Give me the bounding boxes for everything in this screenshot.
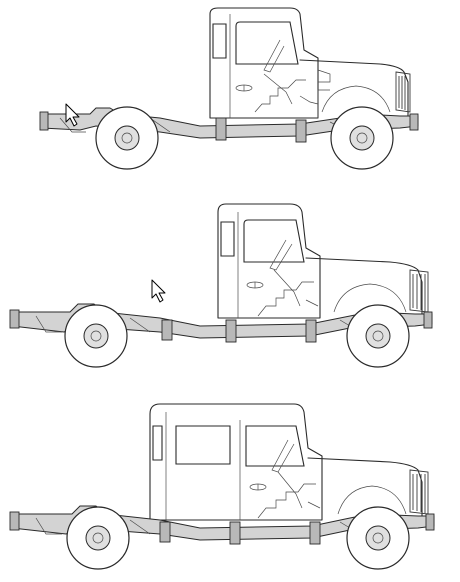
front-bumper: [409, 113, 419, 131]
rear-quarter-window: [152, 425, 163, 461]
vehicle-single-cab-long: [9, 203, 433, 368]
rear-bumper: [9, 309, 20, 329]
vehicle-double-cab: [9, 403, 435, 570]
front-bumper: [425, 513, 435, 531]
engine-detail: [257, 439, 321, 519]
rear-door-window: [175, 425, 231, 465]
vehicle-single-cab-short: [39, 7, 419, 170]
grille: [409, 269, 429, 313]
grille: [395, 71, 411, 113]
rear-wheel: [95, 106, 159, 170]
rear-wheel: [64, 304, 128, 368]
front-wheel: [346, 304, 410, 368]
rear-wheel: [66, 506, 130, 570]
front-wheel: [330, 106, 394, 170]
engine-detail: [254, 39, 319, 113]
grille: [409, 469, 429, 515]
cab: [217, 203, 321, 319]
cab: [149, 403, 323, 521]
front-bumper: [423, 311, 433, 329]
arrow-pointer-icon: [151, 279, 166, 303]
bonnet: [299, 59, 411, 119]
front-wheel: [346, 506, 410, 570]
rear-window: [220, 221, 235, 257]
rear-window: [212, 23, 227, 59]
door-window: [243, 219, 305, 263]
engine-detail: [257, 239, 319, 317]
door-window: [235, 21, 299, 65]
arrow-pointer-icon: [65, 103, 80, 127]
cab: [209, 7, 319, 119]
front-door-window: [245, 425, 305, 467]
rear-bumper: [39, 111, 49, 131]
rear-bumper: [9, 511, 20, 531]
